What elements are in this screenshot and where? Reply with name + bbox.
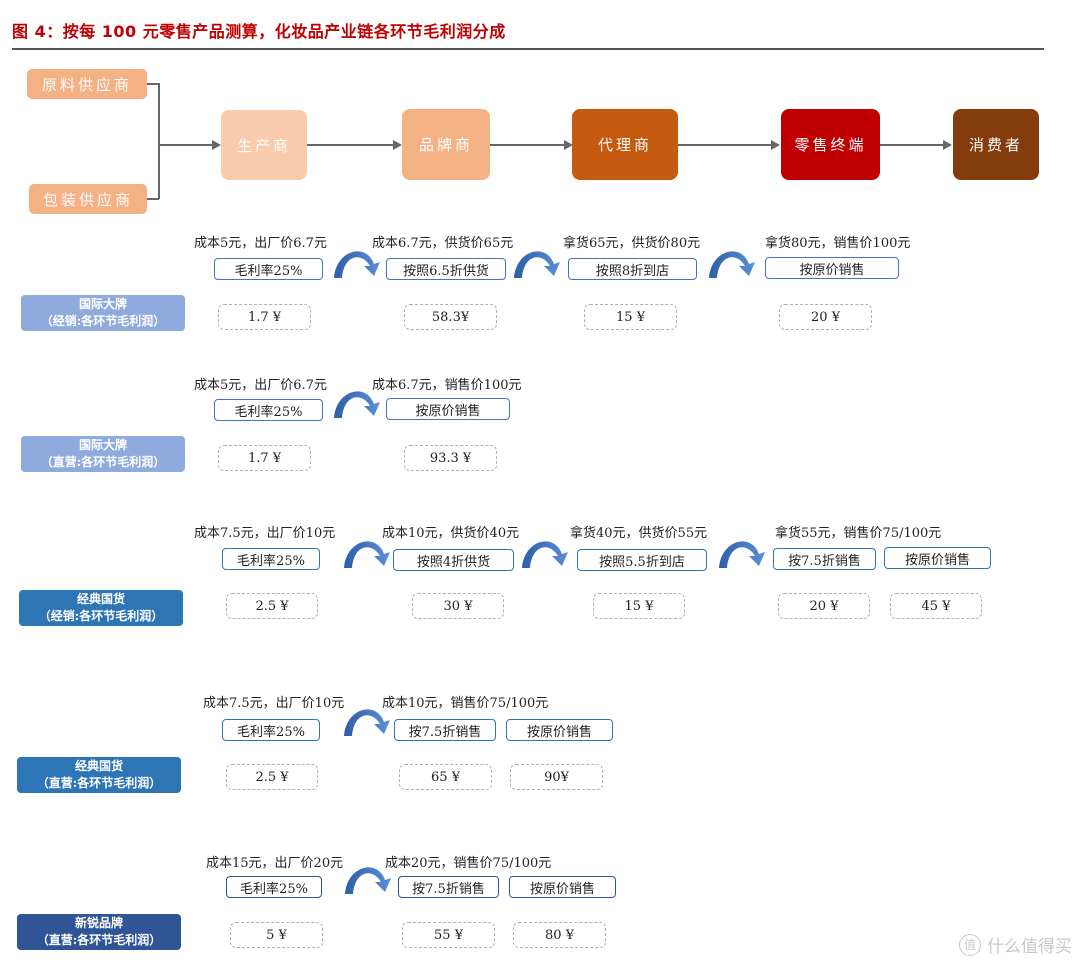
profit-value: 58.3¥ [404, 304, 497, 330]
arrow-right-icon [771, 140, 780, 150]
cost-note: 成本5元，出厂价6.7元 [194, 378, 327, 393]
arrow-right-icon [212, 140, 221, 150]
curved-arrow-icon [330, 380, 386, 420]
connector [880, 144, 943, 146]
raw-material-supplier: 原料供应商 [27, 69, 147, 99]
cost-note: 成本7.5元，出厂价10元 [203, 696, 345, 711]
title-divider [12, 48, 1044, 50]
margin-pill: 按原价销售 [884, 547, 991, 569]
profit-value: 1.7 ¥ [218, 304, 311, 330]
profit-value: 45 ¥ [890, 593, 982, 619]
cost-note: 成本20元，销售价75/100元 [385, 856, 552, 871]
profit-value: 55 ¥ [402, 922, 495, 948]
profit-value: 2.5 ¥ [226, 593, 318, 619]
cost-note: 拿货80元，销售价100元 [765, 236, 911, 251]
margin-pill: 按照8折到店 [568, 258, 697, 280]
connector [147, 198, 159, 200]
scenario-label: 国际大牌 （经销:各环节毛利润） [21, 295, 185, 331]
profit-value: 20 ¥ [779, 304, 872, 330]
scenario-label: 新锐品牌 （直营:各环节毛利润） [17, 914, 181, 950]
margin-pill: 按原价销售 [506, 719, 613, 741]
margin-pill: 毛利率25% [226, 876, 322, 898]
profit-value: 5 ¥ [230, 922, 323, 948]
margin-pill: 按7.5折销售 [394, 719, 496, 741]
curved-arrow-icon [340, 530, 396, 570]
arrow-right-icon [564, 140, 573, 150]
watermark: 值 什么值得买 [959, 932, 1072, 957]
cost-note: 成本15元，出厂价20元 [206, 856, 344, 871]
margin-pill: 按照4折供货 [393, 549, 514, 571]
margin-pill: 毛利率25% [214, 399, 323, 421]
arrow-right-icon [943, 140, 952, 150]
margin-pill: 按原价销售 [509, 876, 616, 898]
profit-value: 93.3 ¥ [404, 445, 497, 471]
flow-node-brand: 品牌商 [402, 109, 490, 180]
connector [307, 144, 393, 146]
curved-arrow-icon [341, 856, 397, 896]
profit-value: 65 ¥ [399, 764, 492, 790]
curved-arrow-icon [330, 240, 386, 280]
figure-title: 图 4：按每 100 元零售产品测算，化妆品产业链各环节毛利润分成 [12, 22, 506, 41]
margin-pill: 按照5.5折到店 [577, 549, 707, 571]
profit-value: 1.7 ¥ [218, 445, 311, 471]
curved-arrow-icon [705, 240, 761, 280]
connector [678, 144, 772, 146]
cost-note: 成本7.5元，出厂价10元 [194, 526, 336, 541]
margin-pill: 按7.5折销售 [398, 876, 499, 898]
cost-note: 成本10元，销售价75/100元 [382, 696, 549, 711]
margin-pill: 按照6.5折供货 [386, 258, 506, 280]
profit-value: 15 ¥ [593, 593, 685, 619]
profit-value: 30 ¥ [412, 593, 504, 619]
margin-pill: 毛利率25% [222, 719, 320, 741]
connector [159, 144, 212, 146]
curved-arrow-icon [518, 530, 574, 570]
connector [490, 144, 565, 146]
flow-node-manufacturer: 生产商 [221, 110, 307, 180]
profit-value: 80 ¥ [513, 922, 606, 948]
scenario-label: 国际大牌 （直营:各环节毛利润） [21, 436, 185, 472]
curved-arrow-icon [715, 530, 771, 570]
curved-arrow-icon [510, 240, 566, 280]
flow-node-retail: 零售终端 [781, 109, 880, 180]
profit-value: 20 ¥ [778, 593, 870, 619]
profit-value: 90¥ [510, 764, 603, 790]
connector [158, 83, 160, 199]
margin-pill: 毛利率25% [222, 548, 320, 570]
zhi-logo-icon: 值 [959, 933, 981, 956]
margin-pill: 毛利率25% [214, 258, 323, 280]
cost-note: 拿货40元，供货价55元 [570, 526, 708, 541]
profit-value: 2.5 ¥ [226, 764, 318, 790]
cost-note: 拿货65元，供货价80元 [563, 236, 701, 251]
flow-node-consumer: 消费者 [953, 109, 1039, 180]
cost-note: 成本10元，供货价40元 [382, 526, 520, 541]
cost-note: 成本6.7元，销售价100元 [372, 378, 522, 393]
packaging-supplier: 包装供应商 [29, 184, 147, 214]
margin-pill: 按7.5折销售 [773, 548, 876, 570]
margin-pill: 按原价销售 [386, 398, 510, 420]
arrow-right-icon [393, 140, 402, 150]
scenario-label: 经典国货 （经销:各环节毛利润） [19, 590, 183, 626]
watermark-text: 什么值得买 [987, 937, 1072, 957]
margin-pill: 按原价销售 [765, 257, 899, 279]
scenario-label: 经典国货 （直营:各环节毛利润） [17, 757, 181, 793]
profit-value: 15 ¥ [584, 304, 677, 330]
cost-note: 成本6.7元，供货价65元 [372, 236, 514, 251]
connector [147, 83, 159, 85]
cost-note: 成本5元，出厂价6.7元 [194, 236, 327, 251]
curved-arrow-icon [340, 698, 396, 738]
flow-node-agent: 代理商 [572, 109, 678, 180]
cost-note: 拿货55元，销售价75/100元 [775, 526, 942, 541]
